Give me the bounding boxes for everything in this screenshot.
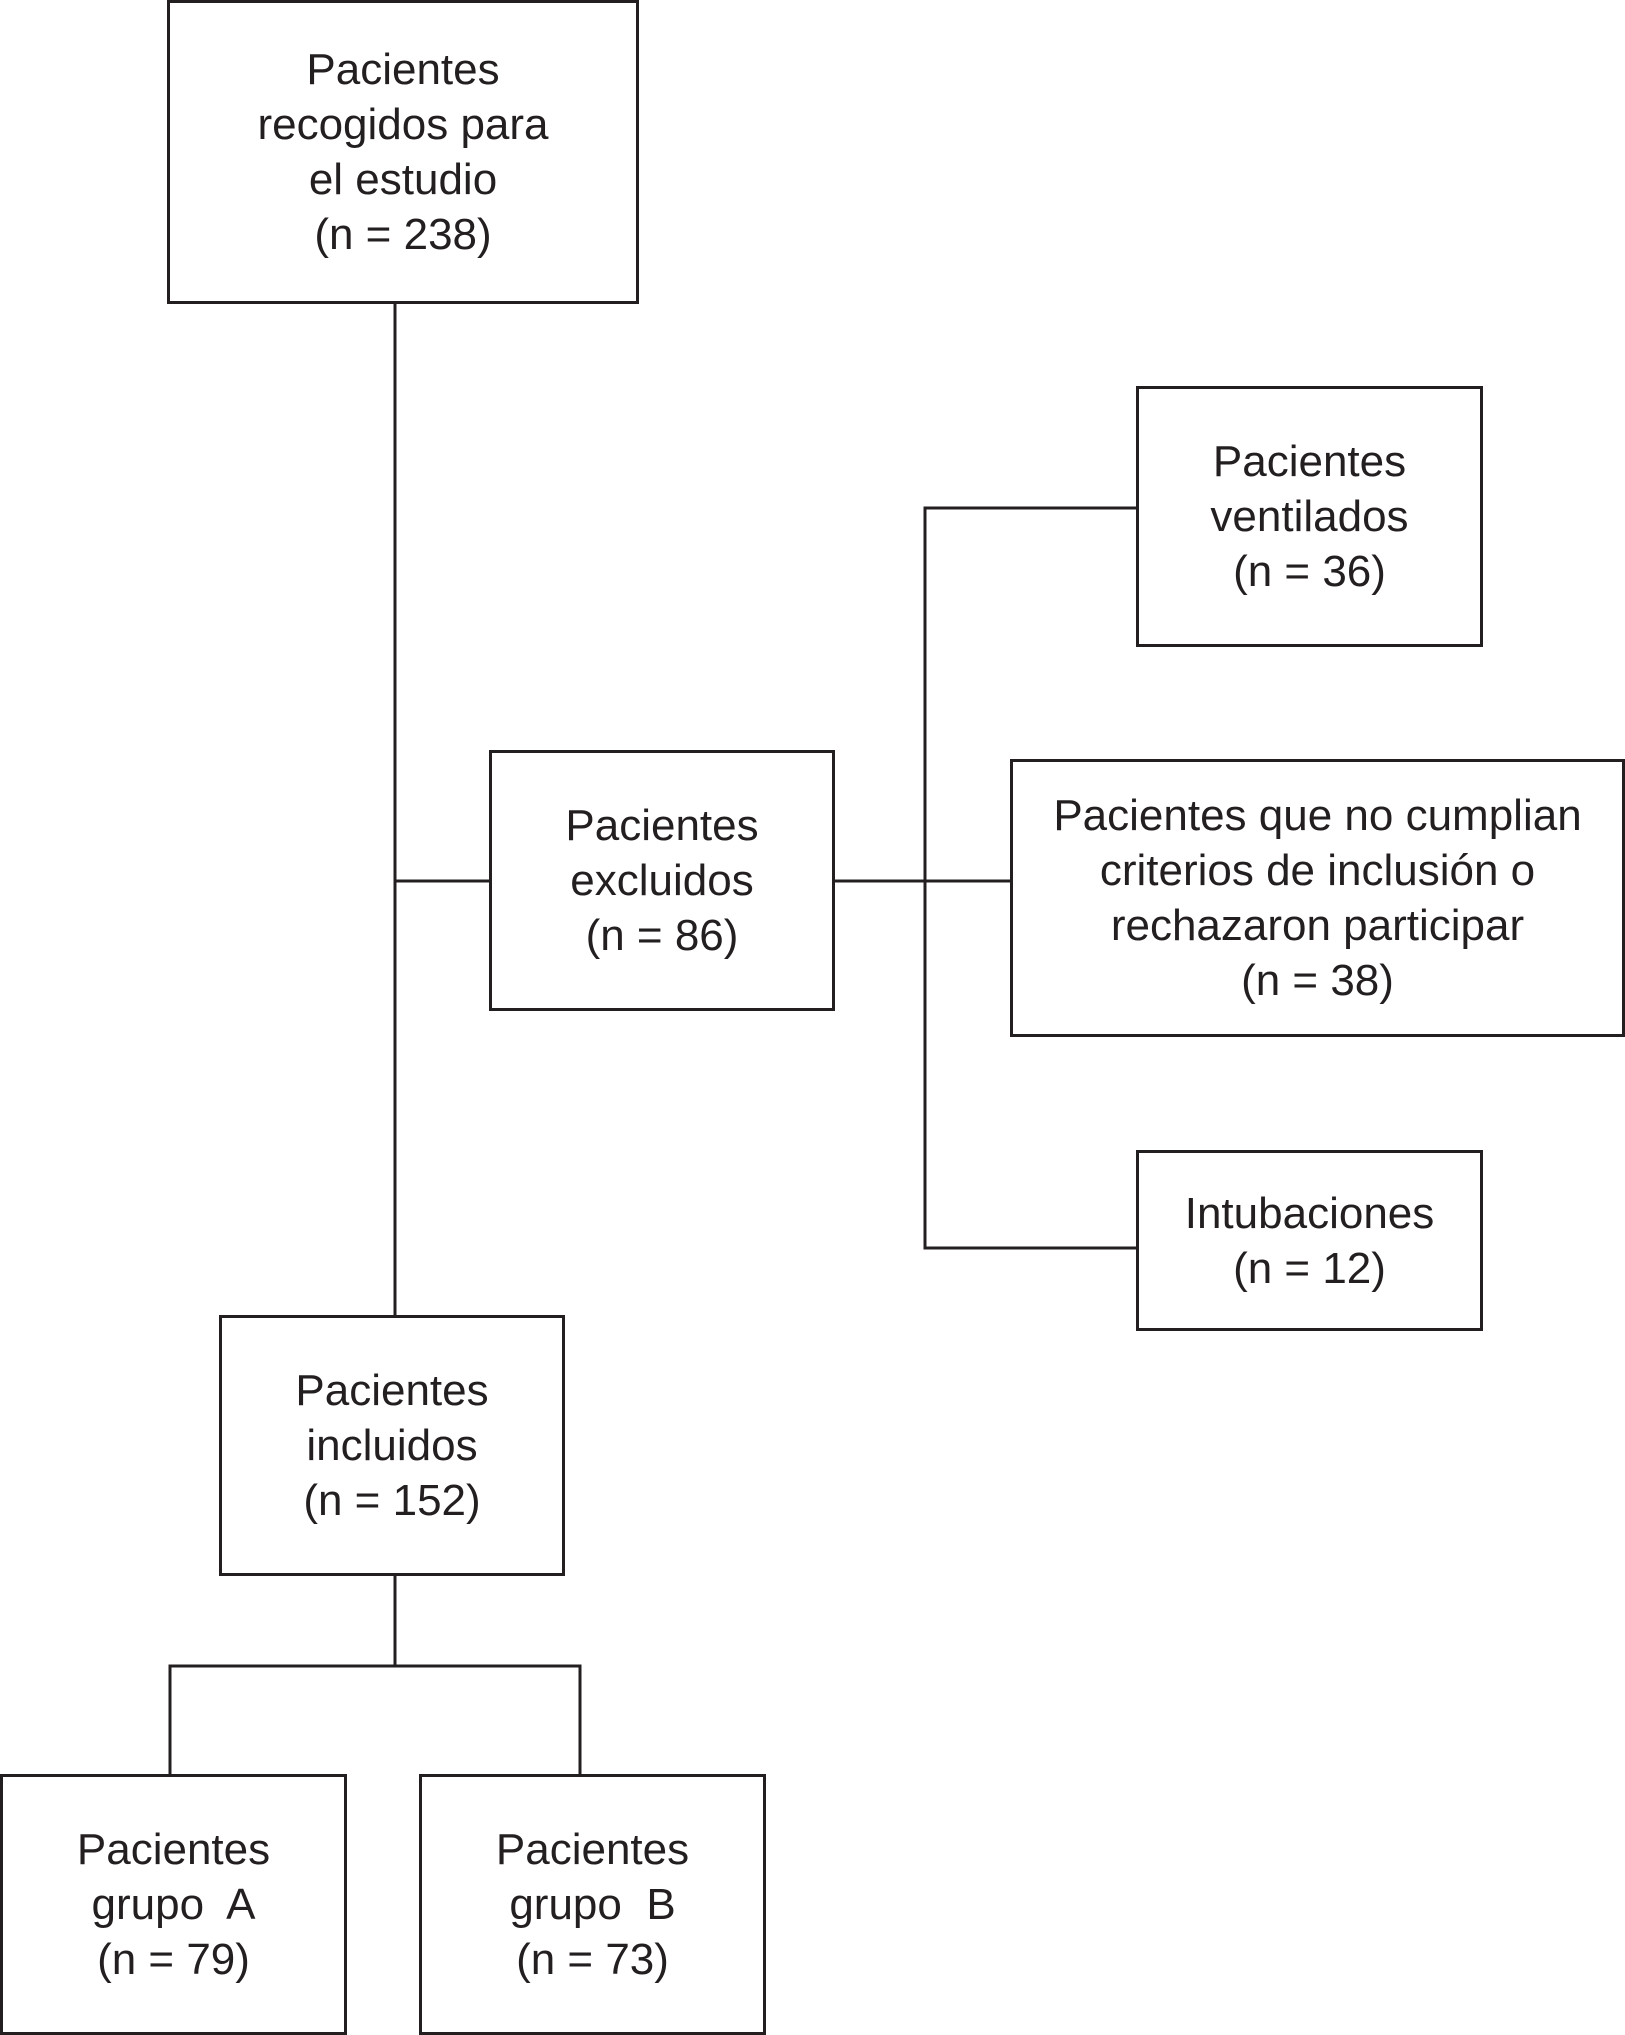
node-label-line: grupo B: [509, 1880, 676, 1929]
node-label-line: recogidos para: [257, 100, 549, 149]
node-label-line: criterios de inclusión o: [1099, 846, 1536, 895]
node-label-line: Pacientes que no cumplian: [1053, 791, 1582, 840]
node-label-line: Pacientes: [495, 1825, 690, 1874]
node-label-line: grupo A: [91, 1880, 256, 1929]
node-label-line: Intubaciones: [1184, 1188, 1435, 1238]
node-count: (n = 36): [1233, 547, 1386, 596]
node-intubaciones: Intubaciones (n = 12): [1136, 1150, 1483, 1331]
node-label-line: excluidos: [570, 856, 754, 905]
node-count: (n = 73): [516, 1935, 669, 1984]
node-label-line: Pacientes: [76, 1825, 271, 1874]
node-count: (n = 238): [314, 210, 492, 259]
node-pacientes-grupo-a: Pacientes grupo A (n = 79): [0, 1774, 347, 2035]
node-pacientes-grupo-b: Pacientes grupo B (n = 73): [419, 1774, 766, 2035]
node-count: (n = 12): [1233, 1243, 1386, 1293]
node-count: (n = 152): [303, 1476, 481, 1525]
node-label-line: Pacientes: [306, 45, 500, 94]
node-pacientes-recogidos: Pacientes recogidos para el estudio (n =…: [167, 0, 639, 304]
node-label-line: Pacientes: [295, 1366, 489, 1415]
node-pacientes-incluidos: Pacientes incluidos (n = 152): [219, 1315, 565, 1576]
node-label-line: el estudio: [308, 155, 498, 204]
node-count: (n = 79): [97, 1935, 250, 1984]
node-label-line: rechazaron participar: [1110, 901, 1525, 950]
node-count: (n = 38): [1241, 956, 1394, 1005]
node-label-line: Pacientes: [565, 801, 759, 850]
node-label-line: Pacientes: [1212, 437, 1407, 486]
node-pacientes-excluidos: Pacientes excluidos (n = 86): [489, 750, 835, 1011]
node-pacientes-ventilados: Pacientes ventilados (n = 36): [1136, 386, 1483, 647]
node-label-line: incluidos: [306, 1421, 478, 1470]
node-label-line: ventilados: [1210, 492, 1409, 541]
node-pacientes-no-criterios: Pacientes que no cumplian criterios de i…: [1010, 759, 1625, 1037]
node-count: (n = 86): [585, 911, 739, 960]
